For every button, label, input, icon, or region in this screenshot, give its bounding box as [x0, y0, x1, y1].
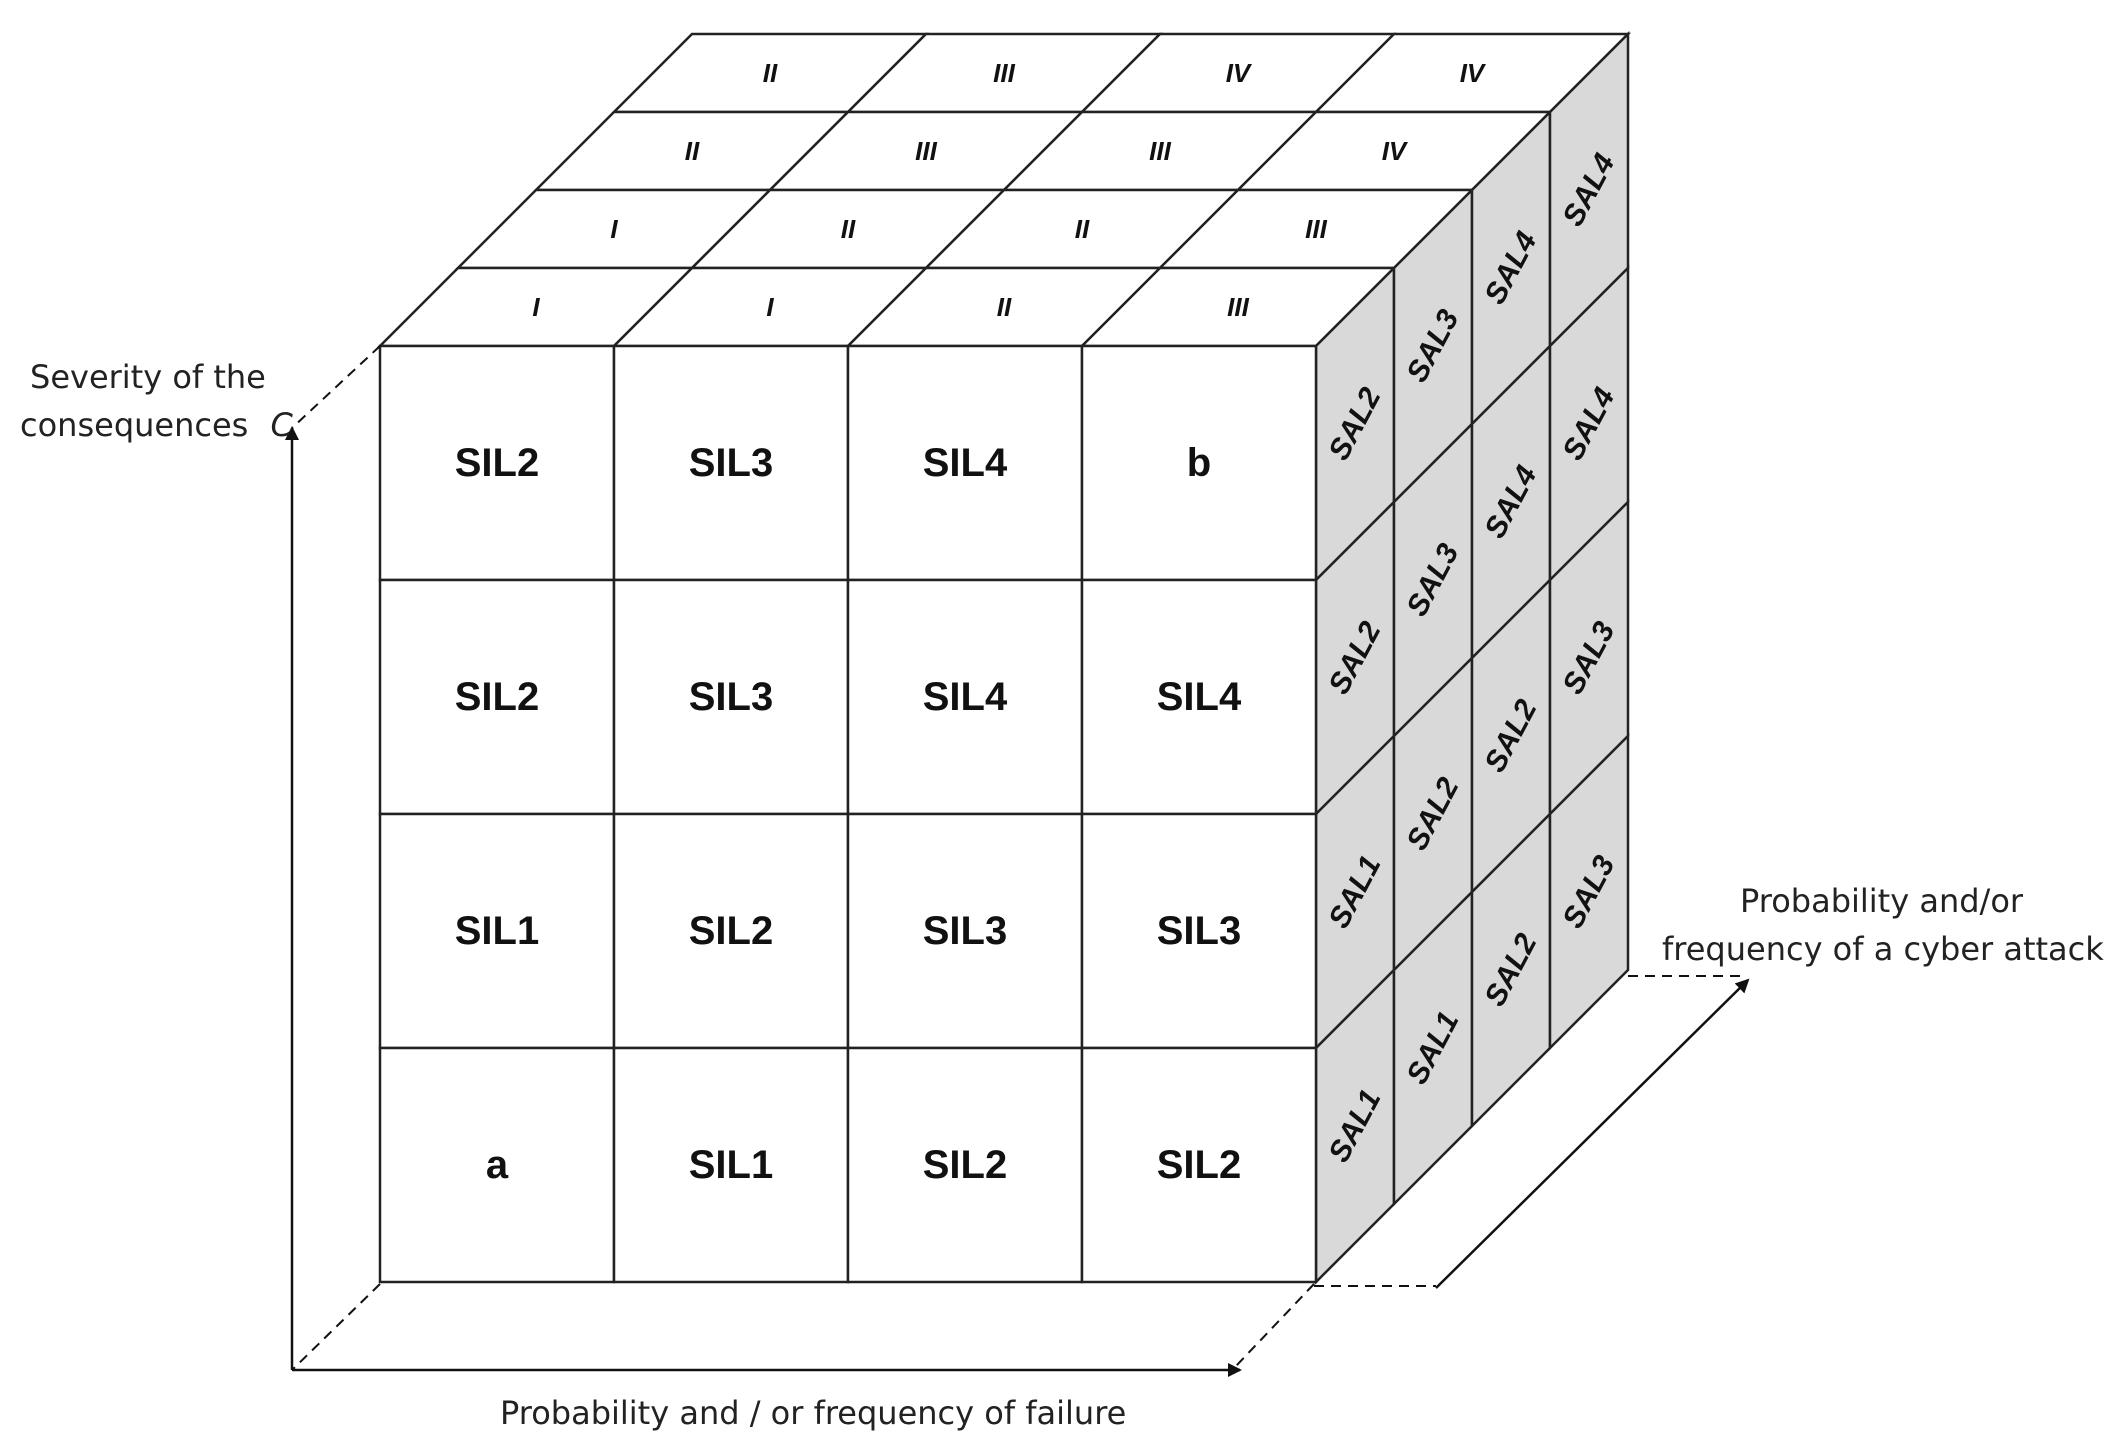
front-cell-label: SIL4: [923, 675, 1008, 719]
front-cell: [846, 812, 1084, 1050]
top-cell-label: I: [610, 214, 618, 244]
front-cell-label: SIL2: [455, 441, 539, 485]
top-cell-label: IV: [1460, 58, 1487, 88]
front-cell: [1080, 812, 1318, 1050]
depth-axis-line: [1435, 978, 1750, 1289]
side-cell: [1548, 732, 1630, 1052]
front-cell-label: SIL1: [455, 909, 539, 953]
top-cell-label: IV: [1226, 58, 1253, 88]
front-cell: [378, 578, 616, 816]
front-cell-label: SIL2: [923, 1143, 1007, 1187]
top-cell-label: II: [997, 292, 1012, 322]
front-cell-label: SIL2: [455, 675, 539, 719]
guide-dashed-top-left: [291, 345, 381, 429]
axes: [285, 345, 1750, 1377]
top-cell-label: II: [763, 58, 778, 88]
top-cell-label: II: [841, 214, 856, 244]
front-cell-label: SIL3: [923, 909, 1007, 953]
front-cell-label: SIL1: [689, 1143, 773, 1187]
front-cell: [612, 1046, 850, 1284]
front-cell-label: SIL4: [923, 441, 1008, 485]
guide-dashed-bottom-right: [1235, 1283, 1315, 1367]
front-cell: [1080, 578, 1318, 816]
front-cell: [1080, 1046, 1318, 1284]
front-cell-label: a: [486, 1143, 509, 1187]
top-cell-label: III: [993, 58, 1015, 88]
front-cell: [378, 344, 616, 582]
front-cell-label: SIL3: [1157, 909, 1241, 953]
top-cell-label: IV: [1382, 136, 1409, 166]
depth-axis-label-line1: Probability and/or: [1740, 882, 2024, 920]
front-cell-label: SIL2: [1157, 1143, 1241, 1187]
top-cell-label: I: [766, 292, 774, 322]
top-cell-label: III: [1227, 292, 1249, 322]
vertical-axis-label-line2: consequences C: [20, 406, 294, 444]
horizontal-axis-label: Probability and / or frequency of failur…: [500, 1394, 1126, 1432]
top-cell-label: I: [532, 292, 540, 322]
vertical-axis-symbol: C: [271, 406, 294, 444]
guide-dashed-bottom-left: [291, 1283, 381, 1371]
top-cell-label: III: [1149, 136, 1171, 166]
front-cell: [378, 1046, 616, 1284]
front-cell-label: b: [1187, 441, 1211, 485]
depth-axis-label-line2: frequency of a cyber attack: [1662, 930, 2104, 968]
top-cell-label: III: [1305, 214, 1327, 244]
front-cell-label: SIL2: [689, 909, 773, 953]
front-cell-label: SIL4: [1157, 675, 1242, 719]
front-cell: [612, 812, 850, 1050]
top-cell-label: II: [685, 136, 700, 166]
top-cell-label: III: [915, 136, 937, 166]
front-cell: [846, 578, 1084, 816]
front-cell: [378, 812, 616, 1050]
front-cell: [1080, 344, 1318, 582]
vertical-axis-label-word: consequences: [20, 406, 248, 444]
front-cell: [612, 344, 850, 582]
front-cell-label: SIL3: [689, 675, 773, 719]
front-cell-label: SIL3: [689, 441, 773, 485]
axis-labels: Severity of the consequences C Probabili…: [20, 358, 2104, 1432]
vertical-axis-label-line1: Severity of the: [30, 358, 266, 396]
top-cell-label: II: [1075, 214, 1090, 244]
